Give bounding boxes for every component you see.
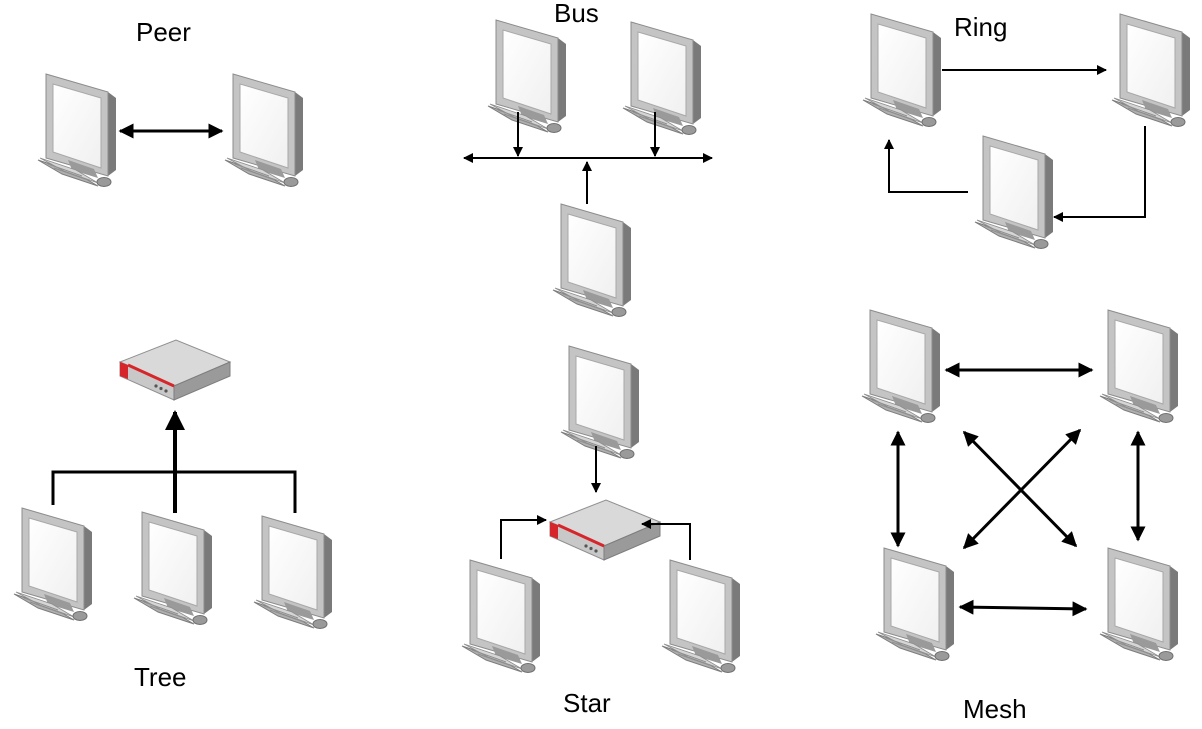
computer-icon [875,547,955,661]
mesh-link-arrow [958,599,1088,617]
computer-icon [461,559,541,673]
computer-icon [37,73,117,187]
computer-icon [253,515,333,629]
computer-icon [974,135,1054,249]
tree-topology [13,338,333,629]
ring-link-arrow [884,139,968,193]
star-label: Star [563,688,611,718]
computer-icon [622,21,702,135]
computer-icon [487,19,567,133]
computer-icon [862,13,942,127]
computer-icon [661,559,741,673]
computer-icon [13,507,93,621]
computer-icon [861,309,941,423]
star-topology [461,345,741,673]
star-link-arrow [641,519,691,560]
bus-topology [463,19,713,317]
mesh-link-arrow [962,428,1082,550]
peer-label: Peer [136,17,191,47]
computer-icon [224,73,304,187]
bus-label: Bus [554,0,599,28]
star-link-arrow [500,515,547,559]
peer-topology [37,73,304,187]
network-hub-icon [548,498,662,562]
tree-label: Tree [134,662,187,692]
mesh-label: Mesh [963,694,1027,724]
computer-icon [1111,13,1191,127]
computer-icon [1099,547,1179,661]
ring-link-arrow [1053,126,1146,222]
computer-icon [560,345,640,459]
computer-icon [1099,309,1179,423]
computer-icon [552,203,632,317]
network-hub-icon [118,338,232,402]
mesh-topology [861,309,1179,661]
ring-label: Ring [954,12,1007,42]
ring-topology [862,13,1191,249]
computer-icon [133,511,213,625]
